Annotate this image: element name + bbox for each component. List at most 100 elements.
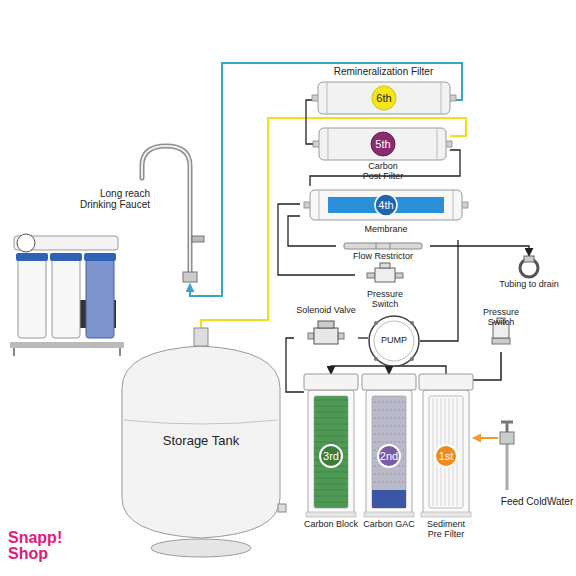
water-line xyxy=(389,366,446,374)
flow-restrictor: Flow Restrictor xyxy=(336,240,430,264)
feed-valve: Feed ColdWater xyxy=(498,420,576,512)
tank-fitting xyxy=(194,328,208,346)
tank-seam xyxy=(124,420,278,424)
drain-saddle: Tubing to drain xyxy=(496,256,562,294)
cartridge-texture xyxy=(314,478,348,479)
filter-cartridge xyxy=(429,396,463,508)
pump-bolt xyxy=(374,321,378,325)
frame-leg xyxy=(119,348,121,356)
cartridge-pleat xyxy=(433,398,434,506)
node-label: Carbon Block xyxy=(300,520,362,530)
end-seam xyxy=(327,82,328,114)
water-line xyxy=(358,337,368,338)
node-outline xyxy=(70,138,208,284)
water-line xyxy=(201,118,466,328)
cartridge-base xyxy=(372,490,406,508)
restrictor-mark xyxy=(390,243,391,249)
housing-cap xyxy=(84,253,116,261)
pressure-switch: Pressure Switch xyxy=(470,308,532,348)
cartridge-texture xyxy=(314,436,348,437)
housing-body xyxy=(423,390,469,514)
drinking-faucet: Long reach Drinking Faucet xyxy=(70,138,208,284)
filter-cartridge xyxy=(314,396,348,508)
filter-cartridge xyxy=(372,396,406,508)
callout-number: 5th xyxy=(371,138,395,150)
filter-housing xyxy=(52,258,80,338)
housing-cap xyxy=(304,374,358,390)
storage-tank: Storage Tank xyxy=(118,328,284,564)
node-label: Storage Tank xyxy=(118,434,284,448)
switch-wire xyxy=(473,352,501,380)
node-label: Feed ColdWater xyxy=(498,496,576,507)
cartridge-texture xyxy=(314,424,348,425)
cartridge-texture xyxy=(374,442,404,443)
cartridge-texture xyxy=(314,502,348,503)
switch-body xyxy=(375,268,395,282)
stage-badge xyxy=(372,86,396,110)
pump-bolt xyxy=(410,357,414,361)
cartridge-texture xyxy=(314,412,348,413)
node-label: Membrane xyxy=(353,225,419,235)
stage-badge xyxy=(375,194,397,216)
cartridge-texture xyxy=(374,474,404,475)
frame-base xyxy=(10,342,124,348)
node-label: Tubing to drain xyxy=(496,280,562,290)
pump-bolt xyxy=(410,321,414,325)
housing-rim xyxy=(421,512,471,517)
filter-housing xyxy=(86,258,114,338)
housing-cap xyxy=(50,253,82,261)
water-line xyxy=(331,366,389,374)
node-label: Long reach Drinking Faucet xyxy=(70,188,150,210)
cartridge-texture xyxy=(374,418,404,419)
cartridge-texture xyxy=(374,426,404,427)
filter-body xyxy=(319,128,446,160)
remineralization-filter: Remineralization Filter6th xyxy=(312,66,455,116)
end-seam xyxy=(453,190,454,220)
valve-body xyxy=(314,328,338,344)
pressure-gauge xyxy=(17,234,35,252)
fitting xyxy=(308,333,314,339)
water-line xyxy=(190,63,462,296)
filter-body xyxy=(318,82,450,114)
restrictor-mark xyxy=(376,243,377,249)
filter-housing xyxy=(18,258,46,338)
filter-housing: 2ndCarbon GAC xyxy=(362,374,416,540)
cartridge-texture xyxy=(314,496,348,497)
cartridge-texture xyxy=(314,442,348,443)
housing-cap xyxy=(419,374,473,390)
end-seam xyxy=(441,82,442,114)
pump: PUMP xyxy=(368,315,420,367)
valve-body xyxy=(500,432,514,444)
housing-cap xyxy=(362,374,416,390)
node-label: Carbon GAC xyxy=(358,520,420,530)
cartridge-texture xyxy=(314,472,348,473)
product-photo xyxy=(10,234,124,356)
cartridge-texture xyxy=(314,484,348,485)
faucet-base xyxy=(183,272,197,282)
cartridge-texture xyxy=(314,430,348,431)
callout-number: 2nd xyxy=(377,450,401,462)
cartridge-texture xyxy=(314,418,348,419)
fitting xyxy=(367,273,375,278)
housing-body xyxy=(366,390,412,514)
filter-housing: 1stSediment Pre Filter xyxy=(419,374,473,540)
cartridge-texture xyxy=(374,402,404,403)
feed-pipe xyxy=(506,444,509,490)
fitting xyxy=(492,338,510,344)
tank-valve xyxy=(278,504,286,512)
restrictor-tube xyxy=(344,243,422,249)
water-line xyxy=(286,338,304,392)
watermark: Snapp! Shop xyxy=(8,530,72,562)
end-seam xyxy=(437,128,438,160)
valve-handle xyxy=(501,421,513,424)
faucet-handle xyxy=(192,236,204,242)
filter-housing: 3rdCarbon Block xyxy=(304,374,358,540)
valve-coil xyxy=(318,321,334,328)
pressure-switch: Pressure Switch xyxy=(355,266,415,304)
callout-number: 1st xyxy=(434,450,458,462)
stage-badge xyxy=(435,445,457,467)
